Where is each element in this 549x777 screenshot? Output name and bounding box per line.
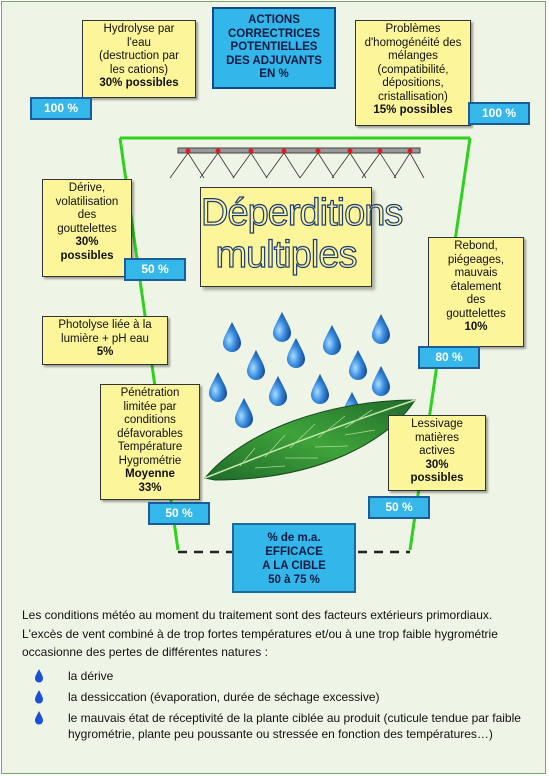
box-line: gouttelettes	[57, 222, 117, 235]
spray-nozzles	[169, 152, 425, 179]
lessivage-box: Lessivage matières actives 30% possibles	[388, 415, 486, 491]
box-line: matières	[414, 431, 460, 444]
list-item-text: le mauvais état de réceptivité de la pla…	[68, 711, 521, 741]
title-line: ACTIONS	[248, 14, 300, 26]
big-title-line: Déperditions	[200, 191, 404, 234]
box-line: (destruction par	[99, 50, 179, 62]
box-line: l'eau	[127, 36, 151, 49]
box-percent: 30% possibles	[99, 77, 179, 89]
box-percent: 30%	[425, 458, 449, 471]
box-line: Hydrolyse par	[103, 23, 175, 35]
water-drop-bullet-icon	[35, 690, 43, 704]
box-line: piégeages,	[447, 253, 505, 266]
box-line: Rebond,	[454, 240, 498, 252]
efficace-line: % de m.a.	[267, 532, 321, 544]
water-drop-icon	[349, 350, 367, 380]
box-line: cristallisation)	[378, 90, 448, 103]
title-line: CORRECTRICES	[227, 27, 320, 40]
rebond-pct-badge: 80 %	[418, 346, 480, 369]
box-percent: 5%	[96, 346, 114, 358]
box-line: d'homogénéité des	[364, 36, 462, 49]
list-item: la dérive	[30, 668, 530, 684]
box-line: Température	[117, 441, 183, 453]
water-drop-icon	[311, 374, 329, 404]
efficace-line: 50 à 75 %	[268, 574, 320, 586]
list-item: la dessiccation (évaporation, durée de s…	[30, 689, 530, 705]
box-line: Hygrométrie	[118, 454, 182, 467]
box-line: défavorables	[117, 427, 183, 440]
description-paragraph: Les conditions météo au moment du traite…	[22, 608, 498, 659]
penetration-box: Pénétration limitée par conditions défav…	[100, 384, 200, 500]
deperditions-title: Déperditions multiples	[200, 187, 404, 287]
box-percent: 15% possibles	[373, 104, 453, 116]
lessivage-pct-badge: 50 %	[368, 496, 430, 519]
box-line: Dérive,	[68, 182, 106, 194]
water-drop-icon	[209, 372, 227, 402]
water-drops	[209, 312, 390, 428]
penetration-pct-badge: 50 %	[148, 502, 210, 525]
water-drop-icon	[287, 338, 305, 368]
water-drop-icon	[223, 322, 241, 352]
efficace-cible-box: % de m.a. EFFICACE A LA CIBLE 50 à 75 %	[232, 523, 356, 593]
list-item: le mauvais état de réceptivité de la pla…	[30, 710, 530, 742]
box-line: dépositions,	[382, 77, 444, 89]
box-line: lumière + pH eau	[61, 332, 149, 345]
sprayer-boom	[169, 147, 425, 179]
water-drop-icon	[269, 376, 287, 406]
box-line: Lessivage	[411, 418, 463, 430]
homogeneite-box: Problèmes d'homogénéité des mélanges (co…	[355, 20, 471, 126]
box-line: actives	[419, 445, 455, 457]
box-percent-label: possibles	[60, 249, 114, 262]
water-drop-icon	[323, 325, 341, 355]
title-line: POTENTIELLES	[230, 41, 318, 53]
title-line: DES ADJUVANTS	[226, 54, 322, 67]
box-percent-label: Moyenne	[125, 468, 175, 480]
rebond-box: Rebond, piégeages, mauvais étalement des…	[428, 237, 524, 347]
box-percent: 33%	[138, 481, 162, 494]
box-line: limitée par	[123, 400, 177, 413]
box-line: (compatibilité,	[377, 63, 449, 76]
box-line: mauvais	[454, 267, 498, 279]
big-title-line: multiples	[215, 233, 358, 276]
box-percent: 30%	[75, 236, 99, 248]
water-drop-icon	[372, 366, 390, 396]
box-line: des	[466, 294, 486, 306]
efficace-line: EFFICACE	[265, 546, 323, 558]
water-drop-bullet-icon	[35, 669, 43, 683]
derive-pct-badge: 50 %	[124, 258, 186, 281]
actions-correctrices-title: ACTIONS CORRECTRICES POTENTIELLES DES AD…	[212, 7, 336, 89]
box-line: mélanges	[388, 50, 438, 62]
box-line: Pénétration	[120, 387, 180, 399]
homogeneite-pct-badge: 100 %	[468, 102, 530, 125]
hydrolyse-box: Hydrolyse par l'eau (destruction par les…	[82, 20, 196, 98]
photolyse-box: Photolyse liée à la lumière + pH eau 5%	[42, 316, 168, 365]
efficace-line: A LA CIBLE	[262, 560, 326, 572]
loss-list: la dérive la dessiccation (évaporation, …	[30, 668, 530, 747]
list-item-text: la dérive	[68, 669, 114, 683]
box-line: gouttelettes	[446, 307, 506, 320]
list-item-text: la dessiccation (évaporation, durée de s…	[68, 690, 380, 704]
water-drop-bullet-icon	[35, 711, 43, 725]
derive-box: Dérive, volatilisation des gouttelettes …	[42, 179, 132, 277]
box-line: volatilisation	[55, 195, 119, 208]
hydrolyse-pct-badge: 100 %	[30, 97, 92, 120]
box-percent-label: possibles	[410, 472, 464, 484]
water-drop-icon	[273, 312, 291, 342]
box-line: étalement	[450, 280, 502, 293]
box-line: des	[77, 209, 97, 221]
water-drop-icon	[235, 398, 253, 428]
water-drop-icon	[247, 350, 265, 380]
water-drop-icon	[372, 314, 390, 344]
box-percent: 10%	[464, 321, 488, 333]
box-line: les cations)	[109, 63, 169, 76]
leaf-icon	[204, 399, 416, 481]
box-line: Problèmes	[385, 23, 441, 35]
box-line: Photolyse liée à la	[58, 319, 152, 331]
title-line: EN %	[259, 68, 289, 80]
box-line: conditions	[124, 414, 176, 426]
